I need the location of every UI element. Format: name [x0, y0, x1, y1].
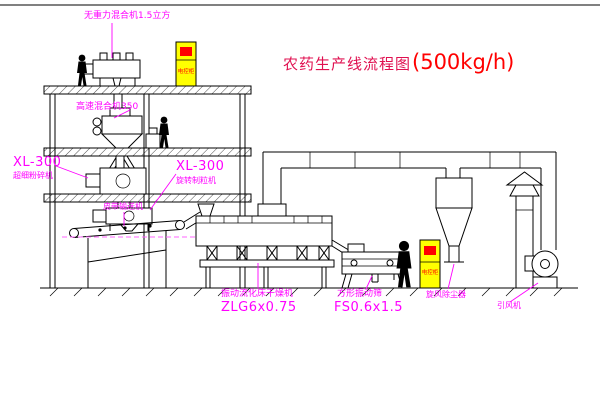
pulverizer-name-label: 超细粉碎机: [13, 171, 53, 180]
sieve-model-label: FS0.6x1.5: [334, 300, 404, 315]
granulator-name-label: 旋转制粒机: [176, 176, 216, 185]
dryer-name-label: 振动流化床干燥机: [221, 289, 294, 299]
belt-conveyor-drawing: [69, 211, 205, 288]
sieve-name-label: 方形振动筛: [337, 289, 383, 299]
pulverizer-model-label: XL-300: [13, 155, 62, 170]
cyclone-drawing: [435, 168, 473, 263]
belt-conveyor-label: 皮带输送机: [103, 202, 143, 211]
cabinet-top-text: 电控柜: [178, 67, 195, 75]
drawing-title-text: 农药生产线流程图: [283, 55, 412, 73]
high-speed-mixer-label: 高速混合机350: [76, 102, 139, 112]
pulverizer-drawing: [85, 155, 147, 195]
fan-label: 引风机: [497, 301, 521, 310]
dryer-model-label: ZLG6x0.75: [221, 300, 297, 315]
fluid-bed-dryer-drawing: [195, 203, 353, 288]
cabinet-right-text: 电控柜: [422, 268, 439, 276]
control-cabinet-top: 电控柜: [175, 41, 197, 87]
cyclone-label: 旋风除尘器: [426, 290, 466, 299]
sieve-drawing: [341, 243, 403, 289]
gravity-mixer-label: 无重力混合机1.5立方: [84, 11, 171, 21]
ground-line: [40, 287, 578, 297]
worker-figure: [396, 240, 412, 288]
worker-figure: [77, 54, 87, 86]
fan-drawing: [524, 250, 559, 289]
leader-lines: [55, 23, 539, 303]
high-speed-mixer-drawing: [92, 107, 144, 175]
drawing-title: 农药生产线流程图 (500kg/h): [283, 50, 514, 74]
granulator-drawing: [92, 201, 153, 232]
drawing-title-capacity: (500kg/h): [412, 50, 515, 74]
mill-box-drawing: [145, 127, 161, 149]
dryer-springs: [206, 245, 330, 261]
exhaust-duct: [257, 151, 557, 250]
granulator-model-label: XL-300: [176, 159, 225, 174]
building-structure: [43, 85, 252, 289]
control-cabinet-right: 电控柜: [419, 239, 441, 289]
gravity-mixer-drawing: [81, 52, 141, 109]
